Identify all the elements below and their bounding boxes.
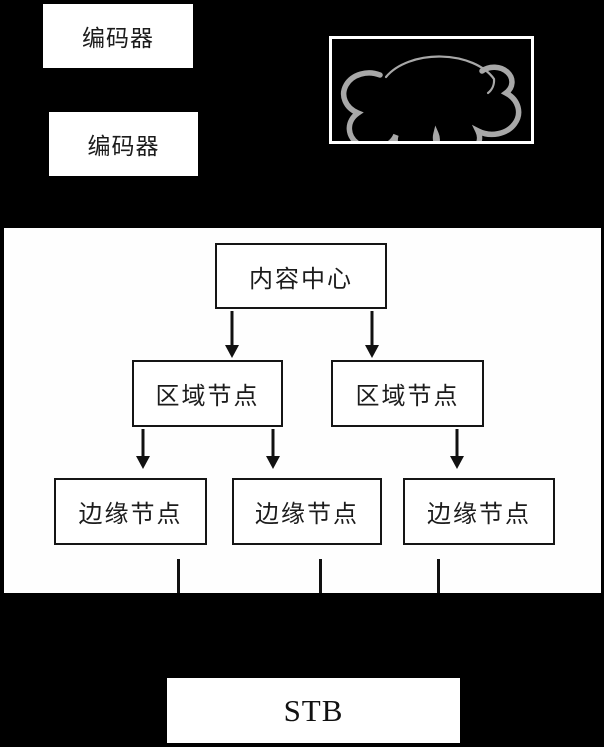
arrow-root-to-regional-left [225, 311, 239, 358]
arrow-regional1-to-edge2 [266, 429, 280, 469]
node-stb: STB [167, 678, 460, 743]
arrow-shaft [230, 311, 234, 346]
node-edge-1-label: 边缘节点 [78, 500, 183, 528]
node-encoder-2-label: 编码器 [87, 134, 160, 160]
node-edge-3: 边缘节点 [403, 478, 555, 545]
node-regional-1-label: 区域节点 [155, 382, 260, 410]
connector-edge2-stb [319, 559, 322, 593]
node-encoder-2: 编码器 [49, 112, 198, 176]
arrow-regional1-to-edge1 [136, 429, 150, 469]
arrow-head-icon [365, 345, 379, 358]
node-stb-label: STB [283, 692, 344, 728]
node-edge-2: 边缘节点 [232, 478, 382, 545]
arrow-shaft [370, 311, 374, 346]
arrow-shaft [271, 429, 275, 457]
node-edge-3-label: 边缘节点 [427, 500, 531, 528]
node-content-center-label: 内容中心 [249, 264, 353, 293]
arrow-shaft [455, 429, 459, 457]
node-regional-2-label: 区域节点 [355, 382, 460, 410]
node-content-center: 内容中心 [215, 243, 387, 309]
node-regional-2: 区域节点 [331, 360, 484, 427]
arrow-shaft [141, 429, 145, 457]
connector-edge1-stb [177, 559, 180, 593]
node-encoder-1-label: 编码器 [82, 26, 154, 52]
node-edge-2-label: 边缘节点 [255, 500, 359, 528]
arrow-head-icon [266, 456, 280, 469]
network-cloud-frame [329, 36, 534, 160]
arrow-head-icon [225, 345, 239, 358]
arrow-head-icon [136, 456, 150, 469]
arrow-head-icon [450, 456, 464, 469]
node-edge-1: 边缘节点 [54, 478, 207, 545]
arrow-root-to-regional-right [365, 311, 379, 358]
node-encoder-1: 编码器 [43, 4, 193, 68]
arrow-regional2-to-edge3 [450, 429, 464, 469]
connector-edge3-stb [437, 559, 440, 593]
node-regional-1: 区域节点 [132, 360, 283, 427]
cloud-icon [340, 55, 522, 160]
